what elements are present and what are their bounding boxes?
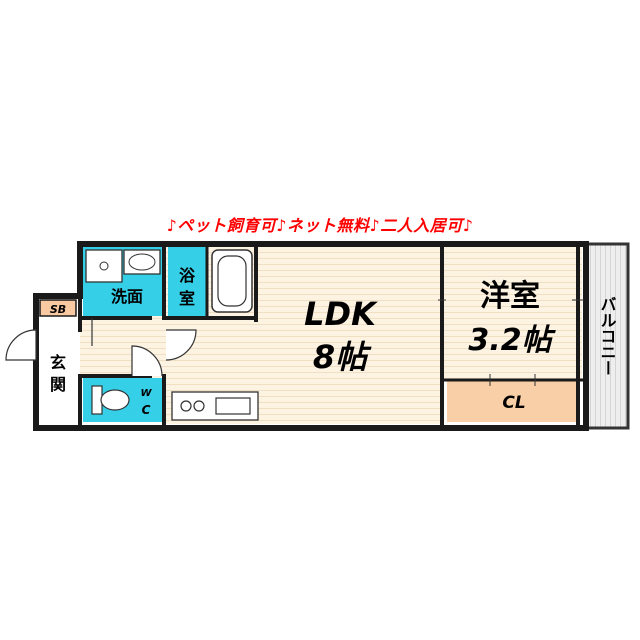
basin-bowl (128, 253, 156, 271)
hall-door (165, 329, 197, 361)
entrance-label-1: 玄 (50, 353, 66, 372)
balcony-label: バルコニー (598, 296, 617, 376)
entrance-floor (40, 316, 80, 424)
bathroom-area (168, 247, 206, 316)
washroom-label: 洗面 (111, 287, 143, 306)
ldk-label: LDK (304, 295, 378, 333)
entrance-door (5, 329, 37, 361)
closet-area (447, 380, 576, 422)
entrance-label-2: 関 (50, 375, 66, 394)
toilet-bowl (100, 389, 130, 411)
kitchen-counter (171, 391, 259, 421)
bathroom-label-2: 室 (179, 289, 195, 308)
closet-label: CL (502, 393, 525, 413)
western-floor (442, 244, 582, 380)
kitchen-sink (215, 397, 251, 415)
washer-drain (99, 261, 109, 271)
toilet-label-1: W (140, 388, 152, 399)
stove-burner (193, 400, 205, 412)
feature-banner: ♪ペット飼育可♪ネット無料♪二人入居可♪ (166, 216, 474, 235)
stove-burner (180, 400, 192, 412)
washing-machine-pan (85, 249, 123, 283)
western-room-label: 洋室 (480, 279, 540, 314)
balcony-area (584, 242, 630, 430)
shoe-box-label: SB (50, 303, 66, 316)
bathroom-label-1: 浴 (179, 266, 196, 285)
toilet-door (131, 345, 163, 377)
shoe-box-area (39, 299, 77, 317)
ldk-size-label: 8帖 (313, 338, 372, 376)
bathtub (211, 249, 253, 313)
bathtub-inner (217, 255, 247, 307)
western-room-size-label: 3.2帖 (468, 323, 556, 358)
toilet-label-2: C (142, 403, 151, 417)
